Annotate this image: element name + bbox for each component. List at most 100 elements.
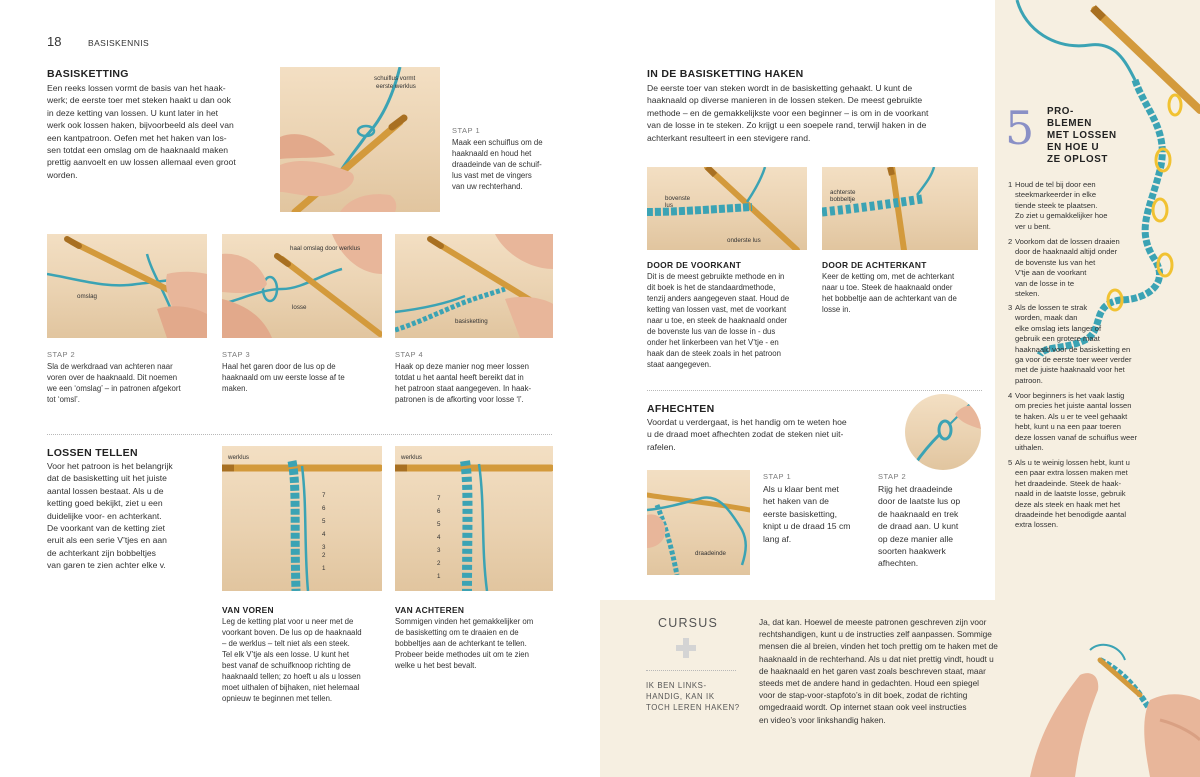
section-divider-right (647, 390, 982, 391)
tip-5-text-line: een paar extra lossen maken met (1015, 468, 1128, 478)
step4-text-line: totdat u het aantal heeft bereikt dat in (395, 373, 524, 382)
cursus-answer-line: rechtshandigen, kunt u de instructies ze… (759, 629, 992, 640)
afhechten-step1-text-line: knipt u de draad 15 cm (763, 521, 851, 532)
in-basisketting-text-line: van de losse in te steken. Zo krijgt u e… (647, 120, 927, 131)
afhechten-photo-label: draadeinde (695, 550, 726, 557)
lossen-tellen-text-line: eruit als een serie V’tjes en aan (47, 535, 167, 546)
door-achterkant-illustration (822, 167, 936, 250)
door-voorkant-text-line: naar u toe, en steek de haaknaald onder (647, 316, 788, 325)
chain-front-num-3: 3 (322, 544, 326, 551)
step1-photo: schuiflus vormt eerste werklus (280, 67, 440, 212)
van-voren-text-line: Leg de ketting plat voor u neer met de (222, 617, 354, 626)
in-basisketting-text-line: De eerste toer van steken wordt in de ba… (647, 83, 913, 93)
chain-front-num-4: 4 (322, 531, 326, 538)
tip-5-text-line: deze als steek en haak met het (1015, 499, 1121, 509)
door-voorkant-text-line: ketting van lossen vast, met de voorkant (647, 305, 787, 314)
step3-label: STAP 3 (222, 350, 251, 359)
afhechten-step1-text-line: lang af. (763, 533, 792, 544)
afhechten-text-line: Voordat u verdergaat, is het handig om t… (647, 417, 847, 427)
step2-illustration (47, 236, 207, 338)
tip-1-number: 1 (1008, 180, 1013, 189)
door-achterkant-heading: DOOR DE ACHTERKANT (822, 260, 927, 270)
page-number: 18 (47, 34, 62, 49)
step3-text-line: Haal het garen door de lus op de (222, 362, 336, 371)
door-achterkant-text-line: naar u toe. Steek de haaknaald onder (822, 283, 953, 292)
cursus-hand-illustration (1030, 643, 1200, 777)
tip-4-text-line: hebt, kunt u na een paar toeren (1015, 422, 1121, 432)
tip-4-text-line: om precies het juiste aantal lossen (1015, 401, 1132, 411)
afhechten-step1-text-line: eerste basisketting, (763, 508, 838, 519)
door-voorkant-heading: DOOR DE VOORKANT (647, 260, 742, 270)
tip-4-text-line: deze lossen vanaf de schuiflus weer (1015, 432, 1137, 442)
chain-front-photo: werklus 7 6 5 4 3 2 1 (222, 446, 382, 591)
afhechten-detail-illustration (913, 398, 981, 465)
basisketting-text: Een reeks lossen vormt de basis van het … (47, 82, 272, 181)
cursus-answer: Ja, dat kan. Hoewel de meeste patronen g… (759, 616, 1024, 726)
van-achteren-text-line: welke u het best bevalt. (395, 661, 477, 670)
basisketting-text-line: in deze ketting van lossen. U kunt later… (47, 107, 219, 118)
chain-front-werklus-label: werklus (228, 454, 249, 461)
door-voorkant-text-line: onder het linkerbeen van het V’tje - en (647, 338, 779, 347)
tip-4-text-line: Voor beginners is het vaak lastig (1015, 391, 1125, 400)
sidebar-yarn-illustration (1015, 0, 1200, 358)
cursus-answer-line: Ja, dat kan. Hoewel de meeste patronen g… (759, 617, 987, 627)
tip-2-text-line: V’tje aan de voorkant (1015, 268, 1087, 278)
door-voorkant-label-top-line1: bovenste (665, 195, 691, 202)
tip-1-text-line: steekmarkeerder in elke (1015, 190, 1097, 200)
tip-2-text-line: door de haaknaald altijd onder (1015, 247, 1118, 257)
door-voorkant-text-line: Dit is de meest gebruikte methode en in (647, 272, 785, 281)
step2-photo-label: omslag (77, 293, 97, 300)
chain-back-num-7: 7 (437, 495, 441, 502)
door-voorkant-label-bottom: onderste lus (727, 237, 761, 244)
van-achteren-text-line: de basisketting om te draaien en de (395, 628, 519, 637)
chain-front-num-7: 7 (322, 492, 326, 499)
tip-2-text-line: Voorkom dat de lossen draaien (1015, 237, 1120, 246)
lossen-tellen-text-line: De voorkant van de ketting ziet (47, 523, 165, 534)
lossen-tellen-text-line: van garen te zien achter elke v. (47, 560, 166, 571)
tip-3-text-line: haaknaald voor de basisketting en (1015, 344, 1131, 354)
tip-5-text-line: extra lossen. (1015, 520, 1059, 530)
door-voorkant-text-line: tenzij anders aangegeven staat. Houd de (647, 294, 790, 303)
door-achterkant-photo: achterste bobbeltje (822, 167, 978, 250)
step1-illustration (280, 67, 408, 212)
chain-front-num-6: 6 (322, 505, 326, 512)
in-basisketting-heading: IN DE BASISKETTING HAKEN (647, 68, 804, 80)
tip-4-text-line: te haken. Als u er te veel gehaakt (1015, 411, 1128, 421)
chain-back-num-4: 4 (437, 534, 441, 541)
door-voorkant-label-top-line2: lus (665, 202, 673, 209)
van-voren-text: Leg de ketting plat voor u neer met de vo… (222, 616, 392, 704)
cursus-answer-line: steeds met de andere hand in gedachten. … (759, 678, 980, 689)
step1-text-line: haaknaald en houd het (452, 149, 532, 158)
sidebar-title-line: BLEMEN (1047, 118, 1092, 129)
tip-3-text-line: Als de lossen te strak (1015, 303, 1088, 312)
step1-text-line: van uw rechterhand. (452, 182, 523, 191)
van-voren-text-line: Tel elk V’tje als een losse. U kunt het (222, 650, 349, 659)
step4-label: STAP 4 (395, 350, 424, 359)
lossen-tellen-text-line: de achterkant zijn bobbeltjes (47, 547, 156, 558)
cursus-answer-line: voor de stap-voor-stapfoto’s in dit boek… (759, 690, 968, 701)
afhechten-step2-label: STAP 2 (878, 472, 907, 481)
lossen-tellen-text-line: duidelijke voor- en achterkant. (47, 510, 162, 521)
afhechten-photo: draadeinde (647, 470, 750, 575)
van-voren-text-line: – de werklus – telt niet als een steek. (222, 639, 350, 648)
step3-photo-label-bottom: losse (292, 304, 307, 311)
door-voorkant-text-line: de bovenste lus van de losse in - dus (647, 327, 776, 336)
basisketting-heading: BASISKETTING (47, 68, 129, 80)
chain-front-num-1: 1 (322, 565, 326, 572)
afhechten-text-line: u de draad moet afhechten zodat de steke… (647, 429, 844, 440)
step4-photo-label: basisketting (455, 318, 488, 325)
cursus-answer-line: en video’s voor linkshandig haken. (759, 714, 886, 725)
cursus-answer-line: omgedraaid wordt. Op internet staan ook … (759, 702, 967, 713)
van-voren-text-line: voorkant boven. De lus op de haaknaald (222, 628, 362, 637)
door-achterkant-label-line1: achterste (830, 189, 856, 196)
sidebar-title-line: ZE OPLOST (1047, 154, 1108, 165)
van-voren-text-line: haaknaald tellen; zo hoeft u als u losse… (222, 672, 361, 681)
